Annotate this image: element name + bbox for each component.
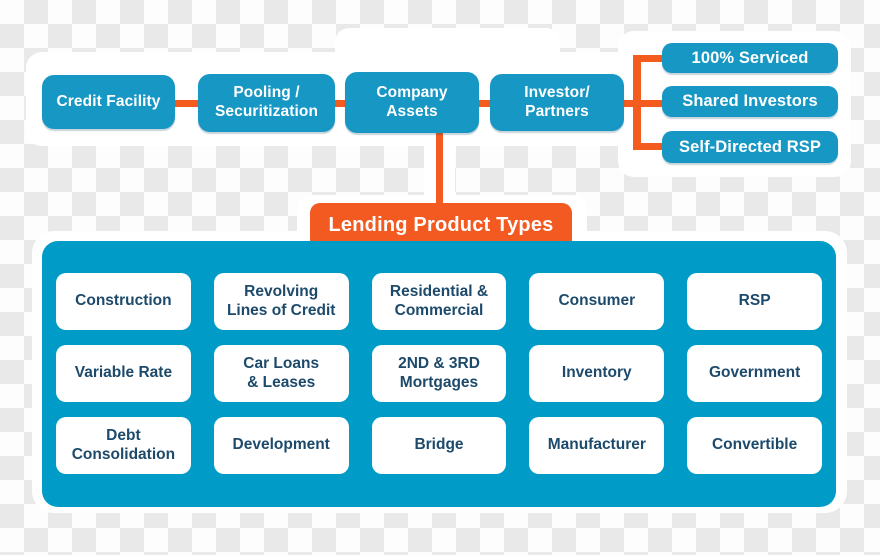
investor-type-shared-investors: Shared Investors (662, 86, 838, 117)
product-panel: Construction Revolving Lines of Credit R… (42, 241, 836, 507)
product-construction: Construction (56, 273, 191, 330)
flow-node-credit-facility: Credit Facility (42, 75, 175, 129)
connector-company-investor (479, 100, 490, 107)
product-convertible: Convertible (687, 417, 822, 474)
product-development: Development (213, 417, 349, 474)
product-rsp: RSP (687, 273, 822, 330)
bracket-branch-top (641, 55, 662, 62)
product-debt-consolidation: Debt Consolidation (56, 417, 191, 474)
connector-credit-pooling (175, 100, 198, 107)
product-residential-commercial: Residential & Commercial (371, 273, 507, 330)
product-car-loans-leases: Car Loans & Leases (213, 345, 349, 402)
bracket-branch-bottom (641, 143, 662, 150)
flow-node-pooling-securitization: Pooling / Securitization (198, 74, 335, 132)
connector-pooling-company (335, 100, 345, 107)
connector-investor-bracket (624, 100, 662, 107)
investor-type-100-serviced: 100% Serviced (662, 43, 838, 73)
product-bridge: Bridge (371, 417, 507, 474)
product-variable-rate: Variable Rate (56, 345, 191, 402)
flow-node-investor-partners: Investor/ Partners (490, 74, 624, 131)
product-consumer: Consumer (529, 273, 665, 330)
flow-node-company-assets: Company Assets (345, 72, 479, 133)
hub-connector-line (436, 132, 443, 204)
product-government: Government (687, 345, 822, 402)
product-inventory: Inventory (529, 345, 665, 402)
product-revolving-lines-of-credit: Revolving Lines of Credit (213, 273, 349, 330)
product-2nd-3rd-mortgages: 2ND & 3RD Mortgages (371, 345, 507, 402)
product-manufacturer: Manufacturer (529, 417, 665, 474)
hub-lending-product-types: Lending Product Types (310, 203, 572, 248)
bracket-vertical-line (633, 55, 641, 150)
investor-type-self-directed-rsp: Self-Directed RSP (662, 131, 838, 163)
